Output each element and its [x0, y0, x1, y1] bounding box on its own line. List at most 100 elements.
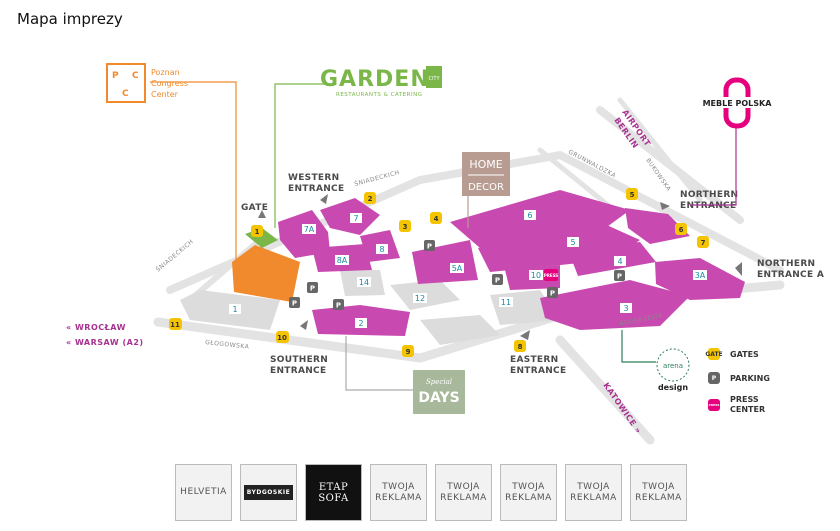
- hall-15[interactable]: [625, 208, 690, 244]
- sponsor-helvetia[interactable]: HELVETIA: [175, 464, 232, 521]
- hall-3[interactable]: [540, 280, 690, 330]
- sponsor-ad-slot[interactable]: TWOJA REKLAMA: [435, 464, 492, 521]
- svg-text:12: 12: [415, 294, 425, 303]
- northern-entrance-label: NORTHERN: [680, 190, 738, 200]
- svg-text:PRESS: PRESS: [544, 273, 558, 278]
- gate-marker[interactable]: 1: [251, 225, 263, 237]
- hall-tag: 2: [355, 318, 367, 328]
- gate-marker[interactable]: 7: [697, 236, 709, 248]
- parking-icon[interactable]: P: [492, 274, 503, 285]
- svg-text:P: P: [292, 300, 297, 308]
- svg-text:3: 3: [623, 304, 628, 313]
- svg-text:8A: 8A: [337, 256, 348, 265]
- svg-text:7: 7: [701, 239, 706, 247]
- hall-tag: 8A: [335, 255, 349, 265]
- pcc-logo[interactable]: P C C Poznan Congress Center: [106, 63, 237, 262]
- svg-text:5A: 5A: [452, 264, 463, 273]
- svg-text:9: 9: [406, 348, 411, 356]
- svg-text:RESTAURANTS & CATERING: RESTAURANTS & CATERING: [336, 92, 422, 98]
- sponsor-etap-sofa[interactable]: ETAP SOFA: [305, 464, 362, 521]
- svg-text:arena: arena: [663, 362, 683, 370]
- hall-tag: 5A: [450, 263, 464, 273]
- hall-tag: 11: [499, 297, 513, 307]
- svg-text:3: 3: [403, 223, 408, 231]
- hall-tag: 3A: [693, 270, 707, 280]
- sponsor-bydgoskie-label: BYDGOSKIE: [243, 485, 294, 500]
- meble-polska-logo[interactable]: MEBLE POLSKA: [690, 77, 772, 206]
- hall-tag: 5: [567, 237, 579, 247]
- gate-marker[interactable]: 6: [675, 223, 687, 235]
- hall-labels: 1 2 3 3A 4 5 5A 6 7 7A 8 8A 10 11 12 14: [229, 210, 707, 328]
- entrance-labels: GATE WESTERN ENTRANCE NORTHERN ENTRANCE …: [241, 173, 824, 376]
- sponsor-ad-slot[interactable]: TWOJA REKLAMA: [500, 464, 557, 521]
- gate-marker[interactable]: 10: [276, 331, 289, 343]
- gate-marker[interactable]: 3: [399, 220, 411, 232]
- direction-warsaw: « WARSAW (A2): [66, 338, 144, 347]
- svg-text:11: 11: [501, 298, 511, 307]
- sponsor-bydgoskie[interactable]: BYDGOSKIE: [240, 464, 297, 521]
- svg-text:C: C: [132, 71, 139, 81]
- svg-text:7: 7: [353, 214, 358, 223]
- svg-text:Poznan: Poznan: [151, 68, 180, 77]
- svg-text:GARDEN: GARDEN: [320, 67, 430, 92]
- hall-tag: 3: [620, 303, 632, 313]
- hall-5a[interactable]: [412, 240, 478, 284]
- svg-text:P: P: [495, 277, 500, 285]
- parking-icon[interactable]: P: [307, 282, 318, 293]
- garden-city-logo[interactable]: GARDEN CITY RESTAURANTS & CATERING: [274, 66, 442, 228]
- svg-text:design: design: [658, 383, 688, 392]
- press-center-marker[interactable]: PRESS: [544, 269, 558, 281]
- parking-icon[interactable]: P: [333, 299, 344, 310]
- hall-tag: 7A: [302, 224, 316, 234]
- gate-marker[interactable]: 5: [626, 188, 638, 200]
- direction-wroclaw: « WROCŁAW: [66, 323, 126, 332]
- svg-text:Center: Center: [151, 90, 179, 99]
- hall-tag: 4: [614, 256, 626, 266]
- gate-marker[interactable]: 2: [364, 192, 376, 204]
- press-icon: PRESS: [708, 399, 720, 411]
- gate-marker[interactable]: 11: [169, 318, 182, 330]
- gate-marker[interactable]: 9: [402, 345, 414, 357]
- fair-map: 1 2 3 3A 4 5 5A 6 7 7A 8 8A 10 11 12 14 …: [66, 63, 824, 445]
- legend-parking-label: PARKING: [730, 373, 770, 383]
- gate-marker[interactable]: 8: [514, 340, 526, 352]
- sponsor-ad-slot[interactable]: TWOJA REKLAMA: [370, 464, 427, 521]
- parking-icon[interactable]: P: [614, 270, 625, 281]
- pcc-building[interactable]: [232, 245, 300, 302]
- svg-text:DECOR: DECOR: [468, 182, 504, 193]
- western-entrance-label: WESTERN: [288, 173, 339, 183]
- eastern-entrance-label: EASTERN: [510, 355, 558, 365]
- svg-text:5: 5: [630, 191, 635, 199]
- svg-text:Special: Special: [426, 378, 452, 386]
- hall-tag: 1: [229, 304, 241, 314]
- sponsor-ad-slot[interactable]: TWOJA REKLAMA: [630, 464, 687, 521]
- svg-text:P: P: [617, 273, 622, 281]
- legend-gates-label: GATES: [730, 349, 759, 359]
- northern-entrance-label-2: ENTRANCE: [680, 201, 736, 211]
- hall-tag: 8: [376, 244, 388, 254]
- parking-icon[interactable]: P: [289, 297, 300, 308]
- arena-design-logo[interactable]: arena design: [621, 330, 690, 392]
- hall-tag: 6: [524, 210, 536, 220]
- special-days-logo[interactable]: Special DAYS: [345, 336, 465, 414]
- gate-marker[interactable]: 4: [430, 212, 442, 224]
- parking-icon[interactable]: P: [424, 240, 435, 251]
- gate-label: GATE: [241, 203, 268, 213]
- parking-icon[interactable]: P: [547, 287, 558, 298]
- svg-text:8: 8: [379, 245, 384, 254]
- sponsor-ad-slot[interactable]: TWOJA REKLAMA: [565, 464, 622, 521]
- svg-text:14: 14: [359, 278, 369, 287]
- street-sniadeckich: ŚNIADECKICH: [354, 169, 401, 188]
- svg-text:1: 1: [232, 305, 237, 314]
- home-decor-logo[interactable]: HOME DECOR: [462, 152, 510, 228]
- svg-text:2: 2: [368, 195, 373, 203]
- western-entrance-label-2: ENTRANCE: [288, 184, 344, 194]
- svg-text:HOME: HOME: [469, 158, 502, 171]
- entrance-arrows: [258, 194, 742, 340]
- svg-text:P: P: [112, 71, 119, 81]
- hall-tag: 10: [529, 270, 543, 280]
- svg-text:CITY: CITY: [428, 76, 440, 82]
- svg-text:8: 8: [518, 343, 523, 351]
- hall-4[interactable]: [568, 242, 656, 276]
